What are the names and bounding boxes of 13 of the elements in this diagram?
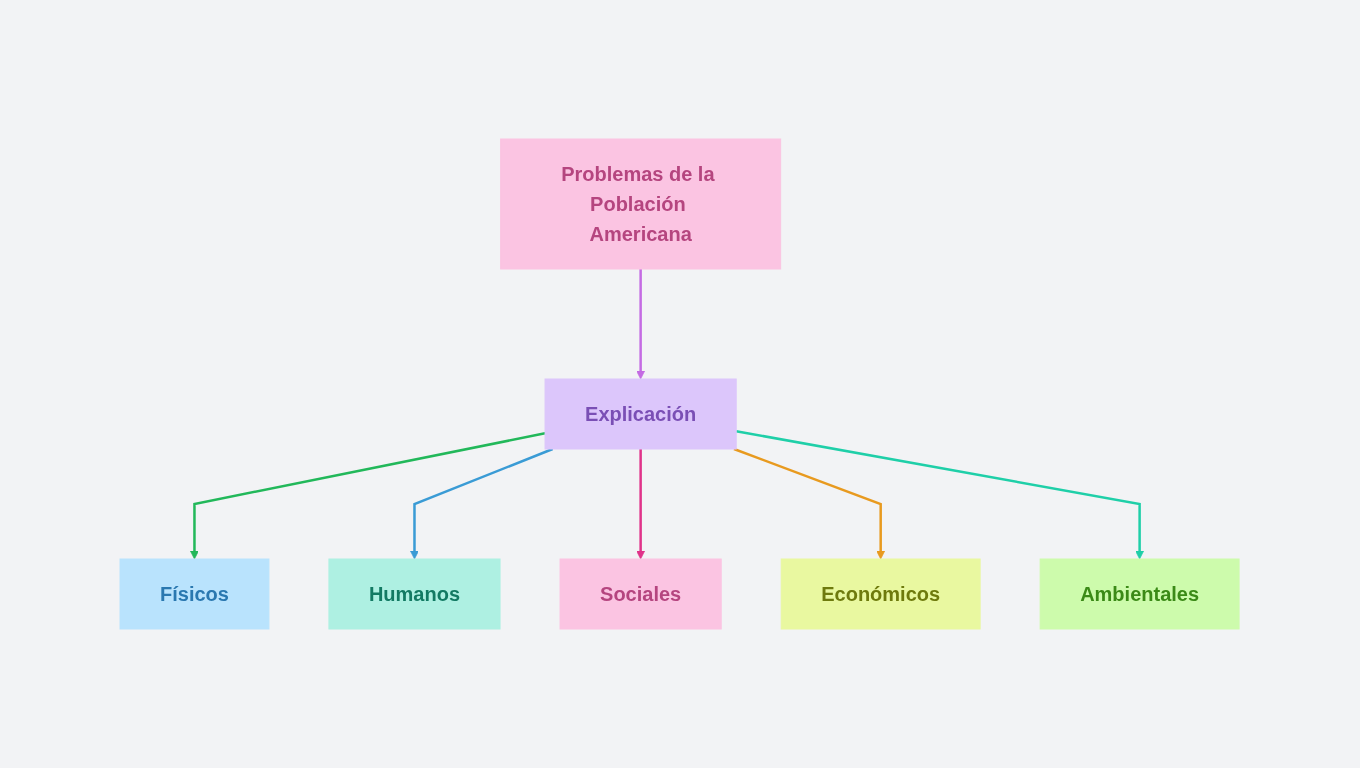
arrow	[410, 447, 554, 560]
node-box: Humanos	[328, 558, 501, 630]
node-box: Físicos	[119, 558, 270, 630]
arrow	[636, 269, 646, 380]
arrow	[734, 447, 886, 560]
node-box: Sociales	[560, 558, 723, 630]
node-box: Explicación	[545, 378, 738, 450]
node-box: Económicos	[781, 558, 982, 630]
node-box: Ambientales	[1040, 558, 1241, 630]
node-box: Problemas de la Población Americana	[500, 138, 782, 270]
arrow	[636, 449, 646, 560]
arrow	[190, 432, 546, 560]
arrow	[736, 430, 1145, 560]
